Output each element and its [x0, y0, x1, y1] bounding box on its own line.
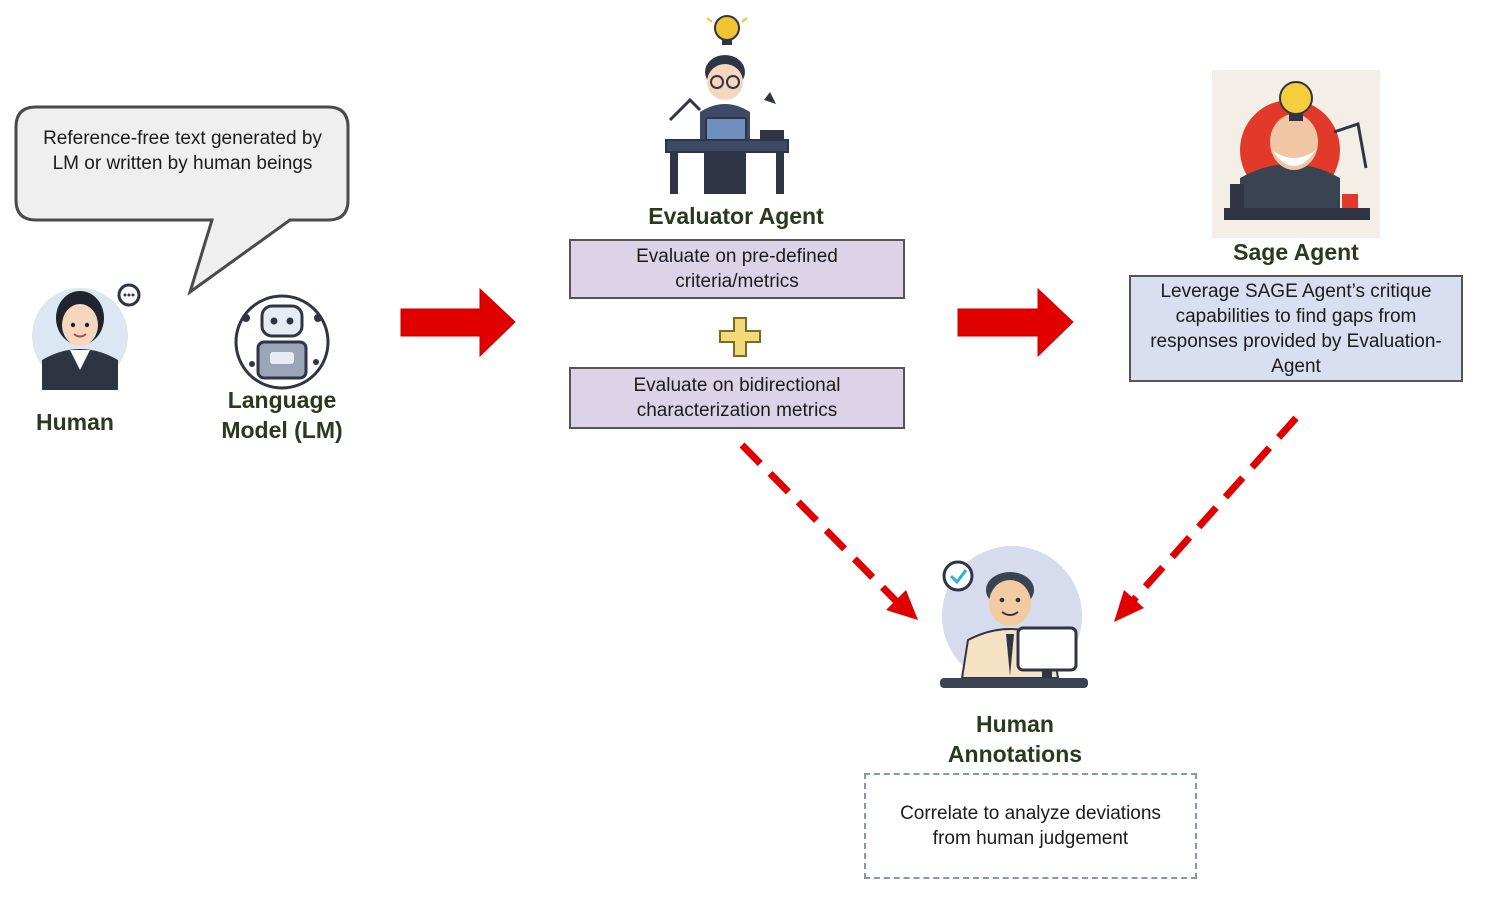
evaluator-criteria-box: Evaluate on pre-defined criteria/metrics: [569, 239, 905, 299]
evaluator-bidirectional-box: Evaluate on bidirectional characterizati…: [569, 367, 905, 429]
evaluator-agent-label: Evaluator Agent: [648, 203, 824, 229]
sage-critique-box: Leverage SAGE Agent’s critique capabilit…: [1129, 275, 1463, 382]
speech-bubble-shape: [14, 105, 350, 296]
correlate-text: Correlate to analyze deviations from hum…: [900, 803, 1161, 849]
human-annotations-label: Human Annotations: [947, 711, 1083, 767]
evaluator-criteria-text: Evaluate on pre-defined criteria/metrics: [636, 246, 838, 292]
sage-critique-text: Leverage SAGE Agent’s critique capabilit…: [1150, 280, 1442, 377]
plus-icon: [719, 317, 761, 357]
annotator-at-computer-icon: [940, 546, 1088, 688]
human-label: Human: [36, 409, 114, 435]
speech-bubble-text: Reference-free text generated by LM or w…: [43, 128, 322, 174]
robot-icon: [234, 294, 330, 390]
correlate-box: Correlate to analyze deviations from hum…: [864, 773, 1197, 879]
dashed-arrow-evaluator-to-annotations: [739, 442, 918, 620]
sage-agent-label: Sage Agent: [1233, 239, 1359, 265]
language-model-label: Language Model (LM): [221, 387, 343, 443]
sage-with-lightbulb-icon: [1212, 70, 1380, 238]
dashed-arrow-sage-to-annotations: [1114, 415, 1299, 622]
arrow-to-evaluator: [400, 287, 516, 358]
evaluator-bidirectional-text: Evaluate on bidirectional characterizati…: [633, 375, 841, 421]
woman-avatar-icon: [32, 283, 141, 390]
arrow-to-sage: [957, 287, 1074, 358]
evaluator-at-desk-icon: [665, 15, 789, 194]
